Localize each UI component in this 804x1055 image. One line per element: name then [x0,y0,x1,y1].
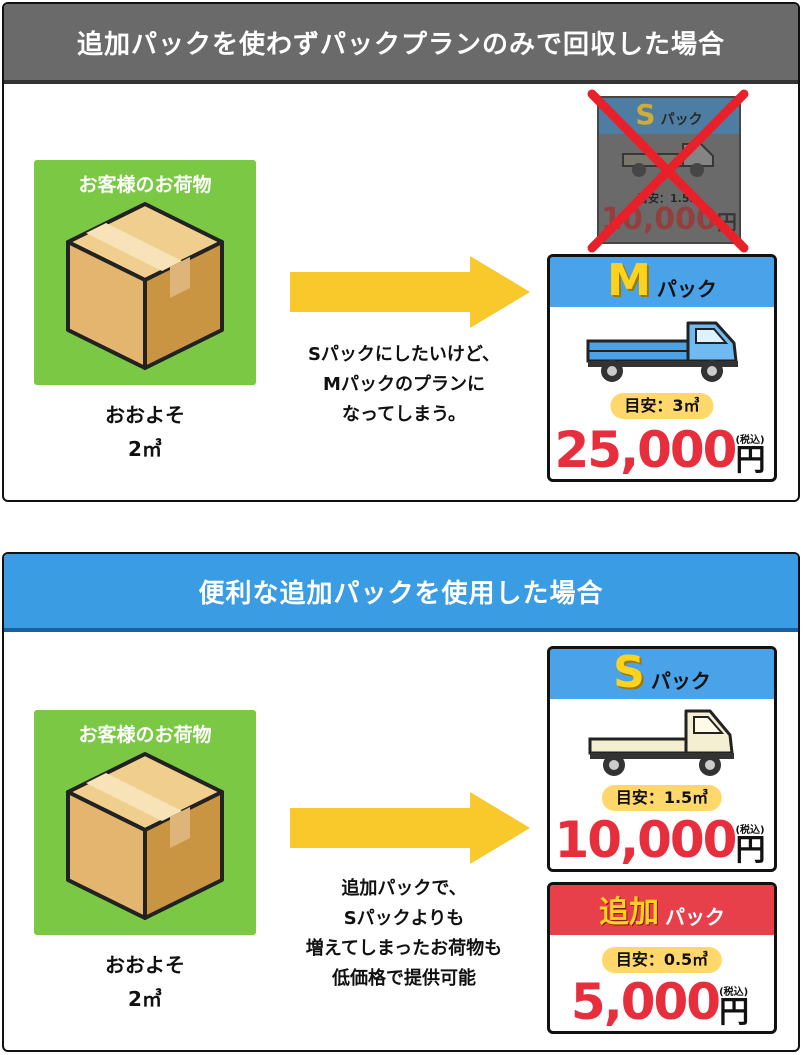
right-arrow-icon [290,792,530,864]
explanation-line: 増えてしまったお荷物も [305,938,503,959]
pack-letter: 追加 [599,895,659,930]
approx-label: おおよそ [105,953,185,977]
cardboard-box-icon [66,752,224,920]
truck-icon [586,321,738,382]
section-title: 追加パックを使わずパックプランのみで回収した場合 [4,4,798,84]
price-value: 10,000 [554,811,738,869]
size-badge: 目安：1.5㎥ [601,785,723,811]
cargo-card: お客様のお荷物 [34,710,256,935]
price: 10,000(税込)円 [550,811,774,869]
price: 5,000(税込)円 [550,973,774,1031]
cargo-title: お客様のお荷物 [78,174,212,196]
cargo-title: お客様のお荷物 [78,724,212,746]
explanation-text: 追加パックで、 Sパックよりも 増えてしまったお荷物も 低価格で提供可能 [274,874,534,994]
s-pack-head: S パック [550,649,774,699]
truck-icon [588,709,734,776]
tax-note: (税込) [735,435,765,446]
pack-label: パック [665,905,725,929]
pack-letter: S [613,647,645,698]
explanation-line: Sパックよりも [343,908,465,929]
m-pack-card: M パック 目安：3㎥ 25,000(税込)円 [547,254,777,482]
pack-letter: M [607,255,651,306]
pack-label: パック [650,669,711,693]
price: 25,000(税込)円 [550,421,774,479]
m-pack-head: M パック [550,257,774,307]
additional-pack-card: 追加 パック 目安：0.5㎥ 5,000(税込)円 [547,882,777,1034]
cargo-card: お客様のお荷物 [34,160,256,385]
pack-label: パック [656,277,717,301]
crossed-pack-label: パック [660,112,703,128]
cardboard-box-icon [66,202,224,370]
price-value: 25,000 [554,421,738,479]
right-arrow-icon [290,256,530,328]
approx-label: おおよそ [105,403,185,427]
s-pack-card: S パック 目安：1.5㎥ 10,000(税込)円 [547,646,777,872]
yen-symbol: 円 [719,995,750,1030]
price-value: 5,000 [570,973,721,1031]
explanation-line: Mパックのプランに [323,374,485,395]
approx-value: 2㎥ [128,437,162,461]
additional-pack-head: 追加 パック [550,885,774,935]
size-badge: 目安：0.5㎥ [601,947,723,973]
tax-note: (税込) [719,987,749,998]
explanation-line: 追加パックで、 [341,878,467,899]
volume-approx: おおよそ 2㎥ [34,948,256,1016]
approx-value: 2㎥ [128,987,162,1011]
section-title: 便利な追加パックを使用した場合 [4,554,798,632]
volume-approx: おおよそ 2㎥ [34,398,256,466]
explanation-line: Sパックにしたいけど、 [307,344,501,365]
section-pack-only: 追加パックを使わずパックプランのみで回収した場合 お客様のお荷物 おおよそ 2㎥… [2,2,800,502]
crossed-pack-badge: 目安：1.5m [637,192,701,205]
explanation-line: なってしまう。 [341,404,467,425]
yen-symbol: 円 [735,833,766,868]
explanation-line: 低価格で提供可能 [332,968,476,989]
explanation-text: Sパックにしたいけど、 Mパックのプランに なってしまう。 [274,340,534,430]
cross-out-icon [587,89,749,253]
yen-symbol: 円 [735,443,766,478]
tax-note: (税込) [735,825,765,836]
size-badge: 目安：3㎥ [610,393,714,419]
section-add-pack: 便利な追加パックを使用した場合 お客様のお荷物 おおよそ 2㎥ 追加パックで、 … [2,552,800,1052]
crossed-pack-letter: S [635,98,656,131]
